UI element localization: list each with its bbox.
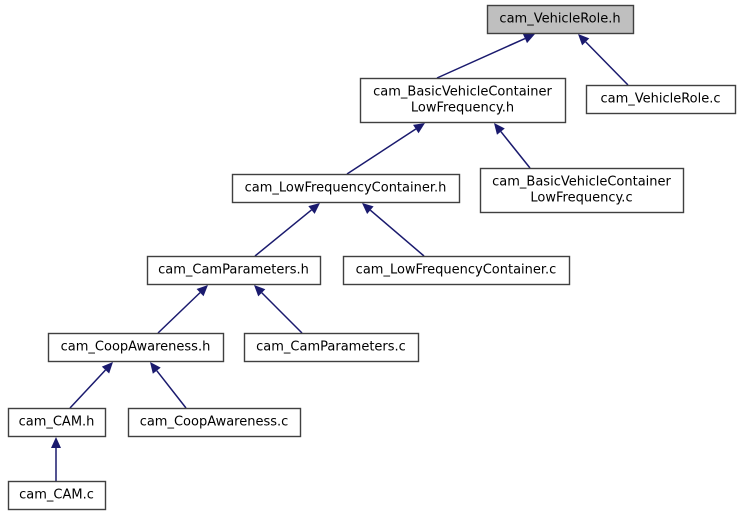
node-label: cam_CAM.c [19,488,94,503]
arrowhead-icon [494,123,505,135]
edge-line [369,209,425,257]
arrowhead-icon [522,33,535,44]
arrowhead-icon [254,285,266,297]
node-label: cam_VehicleRole.c [600,92,720,107]
node-cam_CamParameters_c[interactable]: cam_CamParameters.c [243,332,420,363]
arrowhead-icon [150,362,161,374]
nodes-layer: cam_VehicleRole.h cam_BasicVehicleContain… [7,4,737,511]
node-box[interactable] [127,407,302,438]
node-cam_LowFrequencyContainer_h[interactable]: cam_LowFrequencyContainer.h [231,173,461,204]
arrowhead-icon [578,34,590,46]
edges-layer [51,33,629,481]
edge-line [436,37,526,79]
node-box[interactable] [47,332,225,363]
node-box[interactable] [342,255,571,286]
node-cam_CAM_h[interactable]: cam_CAM.h [7,407,107,438]
edge-line [156,370,187,409]
edge-line [585,41,629,86]
arrowhead-icon [308,203,320,214]
edge-cam_BasicVehicleContainerLowFrequency_h-to-cam_VehicleRole_h [436,33,535,79]
node-cam_CoopAwareness_h[interactable]: cam_CoopAwareness.h [47,332,225,363]
node-cam_CoopAwareness_c[interactable]: cam_CoopAwareness.c [127,407,302,438]
node-label: cam_LowFrequencyContainer.h [245,181,447,196]
arrowhead-icon [101,362,113,374]
edge-cam_CamParameters_c-to-cam_CamParameters_h [254,285,303,334]
node-cam_VehicleRole_h[interactable]: cam_VehicleRole.h [486,4,635,35]
edge-cam_CamParameters_h-to-cam_LowFrequencyContainer_h [254,203,320,257]
node-box[interactable] [585,84,737,115]
node-label: LowFrequency.h [411,101,514,116]
node-cam_LowFrequencyContainer_c[interactable]: cam_LowFrequencyContainer.c [342,255,571,286]
arrowhead-icon [51,437,61,448]
node-box[interactable] [7,480,107,511]
node-cam_CamParameters_h[interactable]: cam_CamParameters.h [146,255,322,286]
edge-line [254,209,312,257]
node-box[interactable] [359,77,567,124]
edge-line [346,128,417,175]
edge-line [261,292,303,334]
edge-line [157,292,201,334]
node-box[interactable] [231,173,461,204]
edge-cam_VehicleRole_c-to-cam_VehicleRole_h [578,34,629,86]
edge-cam_LowFrequencyContainer_h-to-cam_BasicVehicleContainerLowFrequency_h [346,123,425,175]
node-box[interactable] [243,332,420,363]
arrowhead-icon [362,203,374,214]
edge-cam_CAM_h-to-cam_CoopAwareness_h [69,362,113,409]
arrowhead-icon [413,123,425,134]
arrowhead-icon [196,285,208,297]
node-label: cam_BasicVehicleContainer [373,85,552,100]
edge-line [500,131,531,169]
node-box[interactable] [479,167,685,214]
node-label: cam_LowFrequencyContainer.c [356,263,557,278]
node-label: cam_VehicleRole.h [499,12,620,27]
node-label: cam_CoopAwareness.h [61,340,211,355]
edge-cam_BasicVehicleContainerLowFrequency_c-to-cam_BasicVehicleContainerLowFrequency_h [494,123,531,169]
edge-cam_CoopAwareness_c-to-cam_CoopAwareness_h [150,362,187,409]
edge-line [69,369,107,409]
node-label: cam_CoopAwareness.c [140,415,289,430]
node-cam_VehicleRole_c[interactable]: cam_VehicleRole.c [585,84,737,115]
node-label: cam_BasicVehicleContainer [492,175,671,190]
node-box[interactable] [486,4,635,35]
node-label: LowFrequency.c [530,191,632,206]
edge-cam_CoopAwareness_h-to-cam_CamParameters_h [157,285,208,334]
node-label: cam_CAM.h [19,415,95,430]
edge-cam_LowFrequencyContainer_c-to-cam_LowFrequencyContainer_h [362,203,425,257]
node-box[interactable] [7,407,107,438]
node-cam_CAM_c[interactable]: cam_CAM.c [7,480,107,511]
node-label: cam_CamParameters.h [158,263,309,278]
edge-cam_CAM_c-to-cam_CAM_h [51,437,61,481]
node-box[interactable] [146,255,322,286]
node-label: cam_CamParameters.c [256,340,406,355]
